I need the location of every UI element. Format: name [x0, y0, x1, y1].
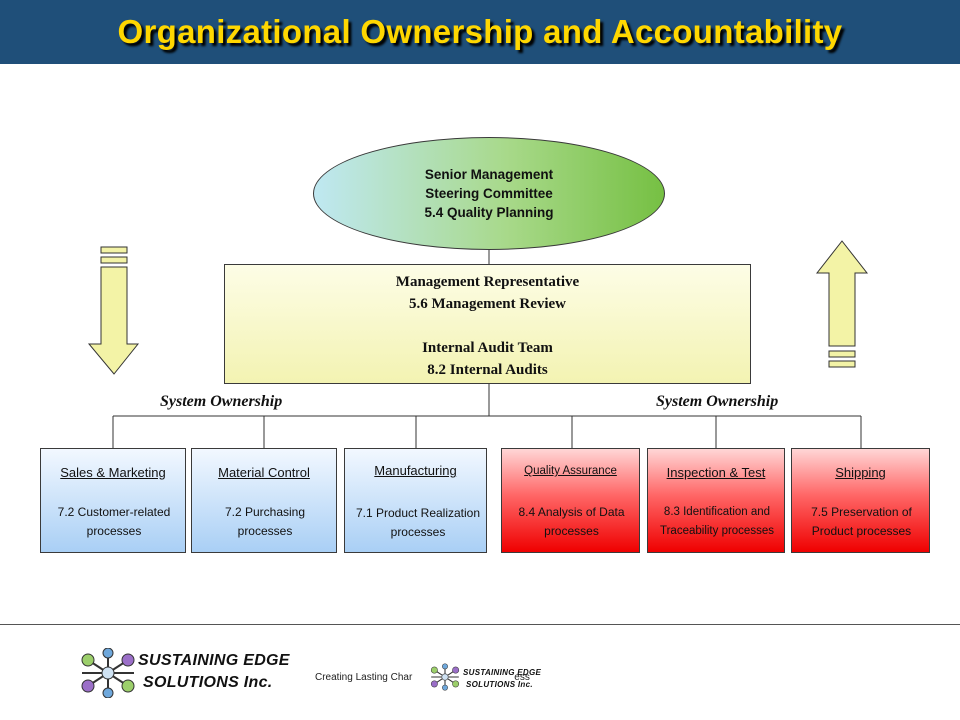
senior-management-node: Senior Management Steering Committee 5.4…: [313, 137, 665, 250]
dept-desc-line: 7.1 Product Realization: [355, 506, 481, 520]
dept-desc-line: 7.2 Customer-related: [57, 505, 171, 519]
dept-inspection-test: Inspection & Test 8.3 Identification and…: [647, 448, 785, 553]
mgmt-line-3: Internal Audit Team: [422, 340, 553, 356]
title-bar: Organizational Ownership and Accountabil…: [0, 0, 960, 64]
dept-desc-line: processes: [86, 524, 142, 538]
dept-desc-line: 8.4 Analysis of Data: [518, 505, 625, 519]
dept-desc: 7.2 Purchasing processes: [196, 503, 334, 541]
dept-name: Manufacturing: [374, 463, 457, 478]
dept-name: Material Control: [218, 465, 310, 480]
dept-manufacturing: Manufacturing 7.1 Product Realization pr…: [344, 448, 487, 553]
dept-name: Sales & Marketing: [60, 465, 166, 480]
dept-name: Inspection & Test: [666, 465, 766, 480]
mgmt-line-2: 5.6 Management Review: [408, 296, 567, 312]
logo-text-line-2: SOLUTIONS Inc.: [143, 674, 273, 691]
dept-desc-line: 7.5 Preservation of: [811, 505, 912, 519]
down-arrow-icon: [87, 246, 140, 375]
dept-desc-line: Traceability processes: [660, 525, 774, 537]
dept-desc: 8.4 Analysis of Data processes: [506, 503, 637, 541]
dept-desc-line: 7.2 Purchasing: [224, 505, 306, 519]
up-arrow-icon: [815, 240, 869, 368]
footer-tagline: Creating Lasting Char ess: [315, 672, 530, 683]
logo-small-text-line-1: SUSTAINING EDGE: [463, 668, 542, 677]
dept-name: Shipping: [835, 465, 886, 480]
footer-divider: [0, 624, 960, 625]
dept-desc-line: Product processes: [811, 524, 912, 538]
dept-desc-line: 8.3 Identification and: [663, 506, 771, 518]
dept-desc: 7.2 Customer-related processes: [45, 503, 183, 541]
dept-desc-line: processes: [544, 524, 599, 538]
dept-sales-marketing: Sales & Marketing 7.2 Customer-related p…: [40, 448, 186, 553]
dept-desc-line: processes: [390, 525, 446, 539]
dept-name: Quality Assurance: [524, 465, 617, 477]
dept-quality-assurance: Quality Assurance 8.4 Analysis of Data p…: [501, 448, 640, 553]
dept-desc: 7.1 Product Realization processes: [349, 504, 487, 542]
logo-text-line-1: SUSTAINING EDGE: [138, 652, 290, 669]
mgmt-line-4: 8.2 Internal Audits: [427, 362, 548, 378]
system-ownership-right: System Ownership: [656, 393, 779, 410]
footer-tagline-end: ess: [514, 672, 530, 683]
dept-desc: 7.5 Preservation of Product processes: [796, 503, 927, 541]
system-ownership-left: System Ownership: [160, 393, 283, 410]
dept-desc: 8.3 Identification and Traceability proc…: [652, 503, 782, 541]
senior-line-3: 5.4 Quality Planning: [424, 205, 554, 220]
dept-shipping: Shipping 7.5 Preservation of Product pro…: [791, 448, 930, 553]
footer-tagline-start: Creating Lasting Char: [315, 672, 413, 683]
mgmt-line-1: Management Representative: [395, 274, 580, 290]
senior-line-2: Steering Committee: [425, 186, 553, 201]
logo-small-text-line-2: SOLUTIONS Inc.: [466, 680, 533, 689]
senior-line-1: Senior Management: [424, 167, 554, 182]
management-representative-node: Management Representative 5.6 Management…: [224, 264, 751, 384]
dept-material-control: Material Control 7.2 Purchasing processe…: [191, 448, 337, 553]
company-logo-small-icon: [430, 663, 460, 691]
company-logo-icon: [81, 648, 135, 698]
page-title: Organizational Ownership and Accountabil…: [117, 13, 843, 50]
dept-desc-line: processes: [237, 524, 293, 538]
